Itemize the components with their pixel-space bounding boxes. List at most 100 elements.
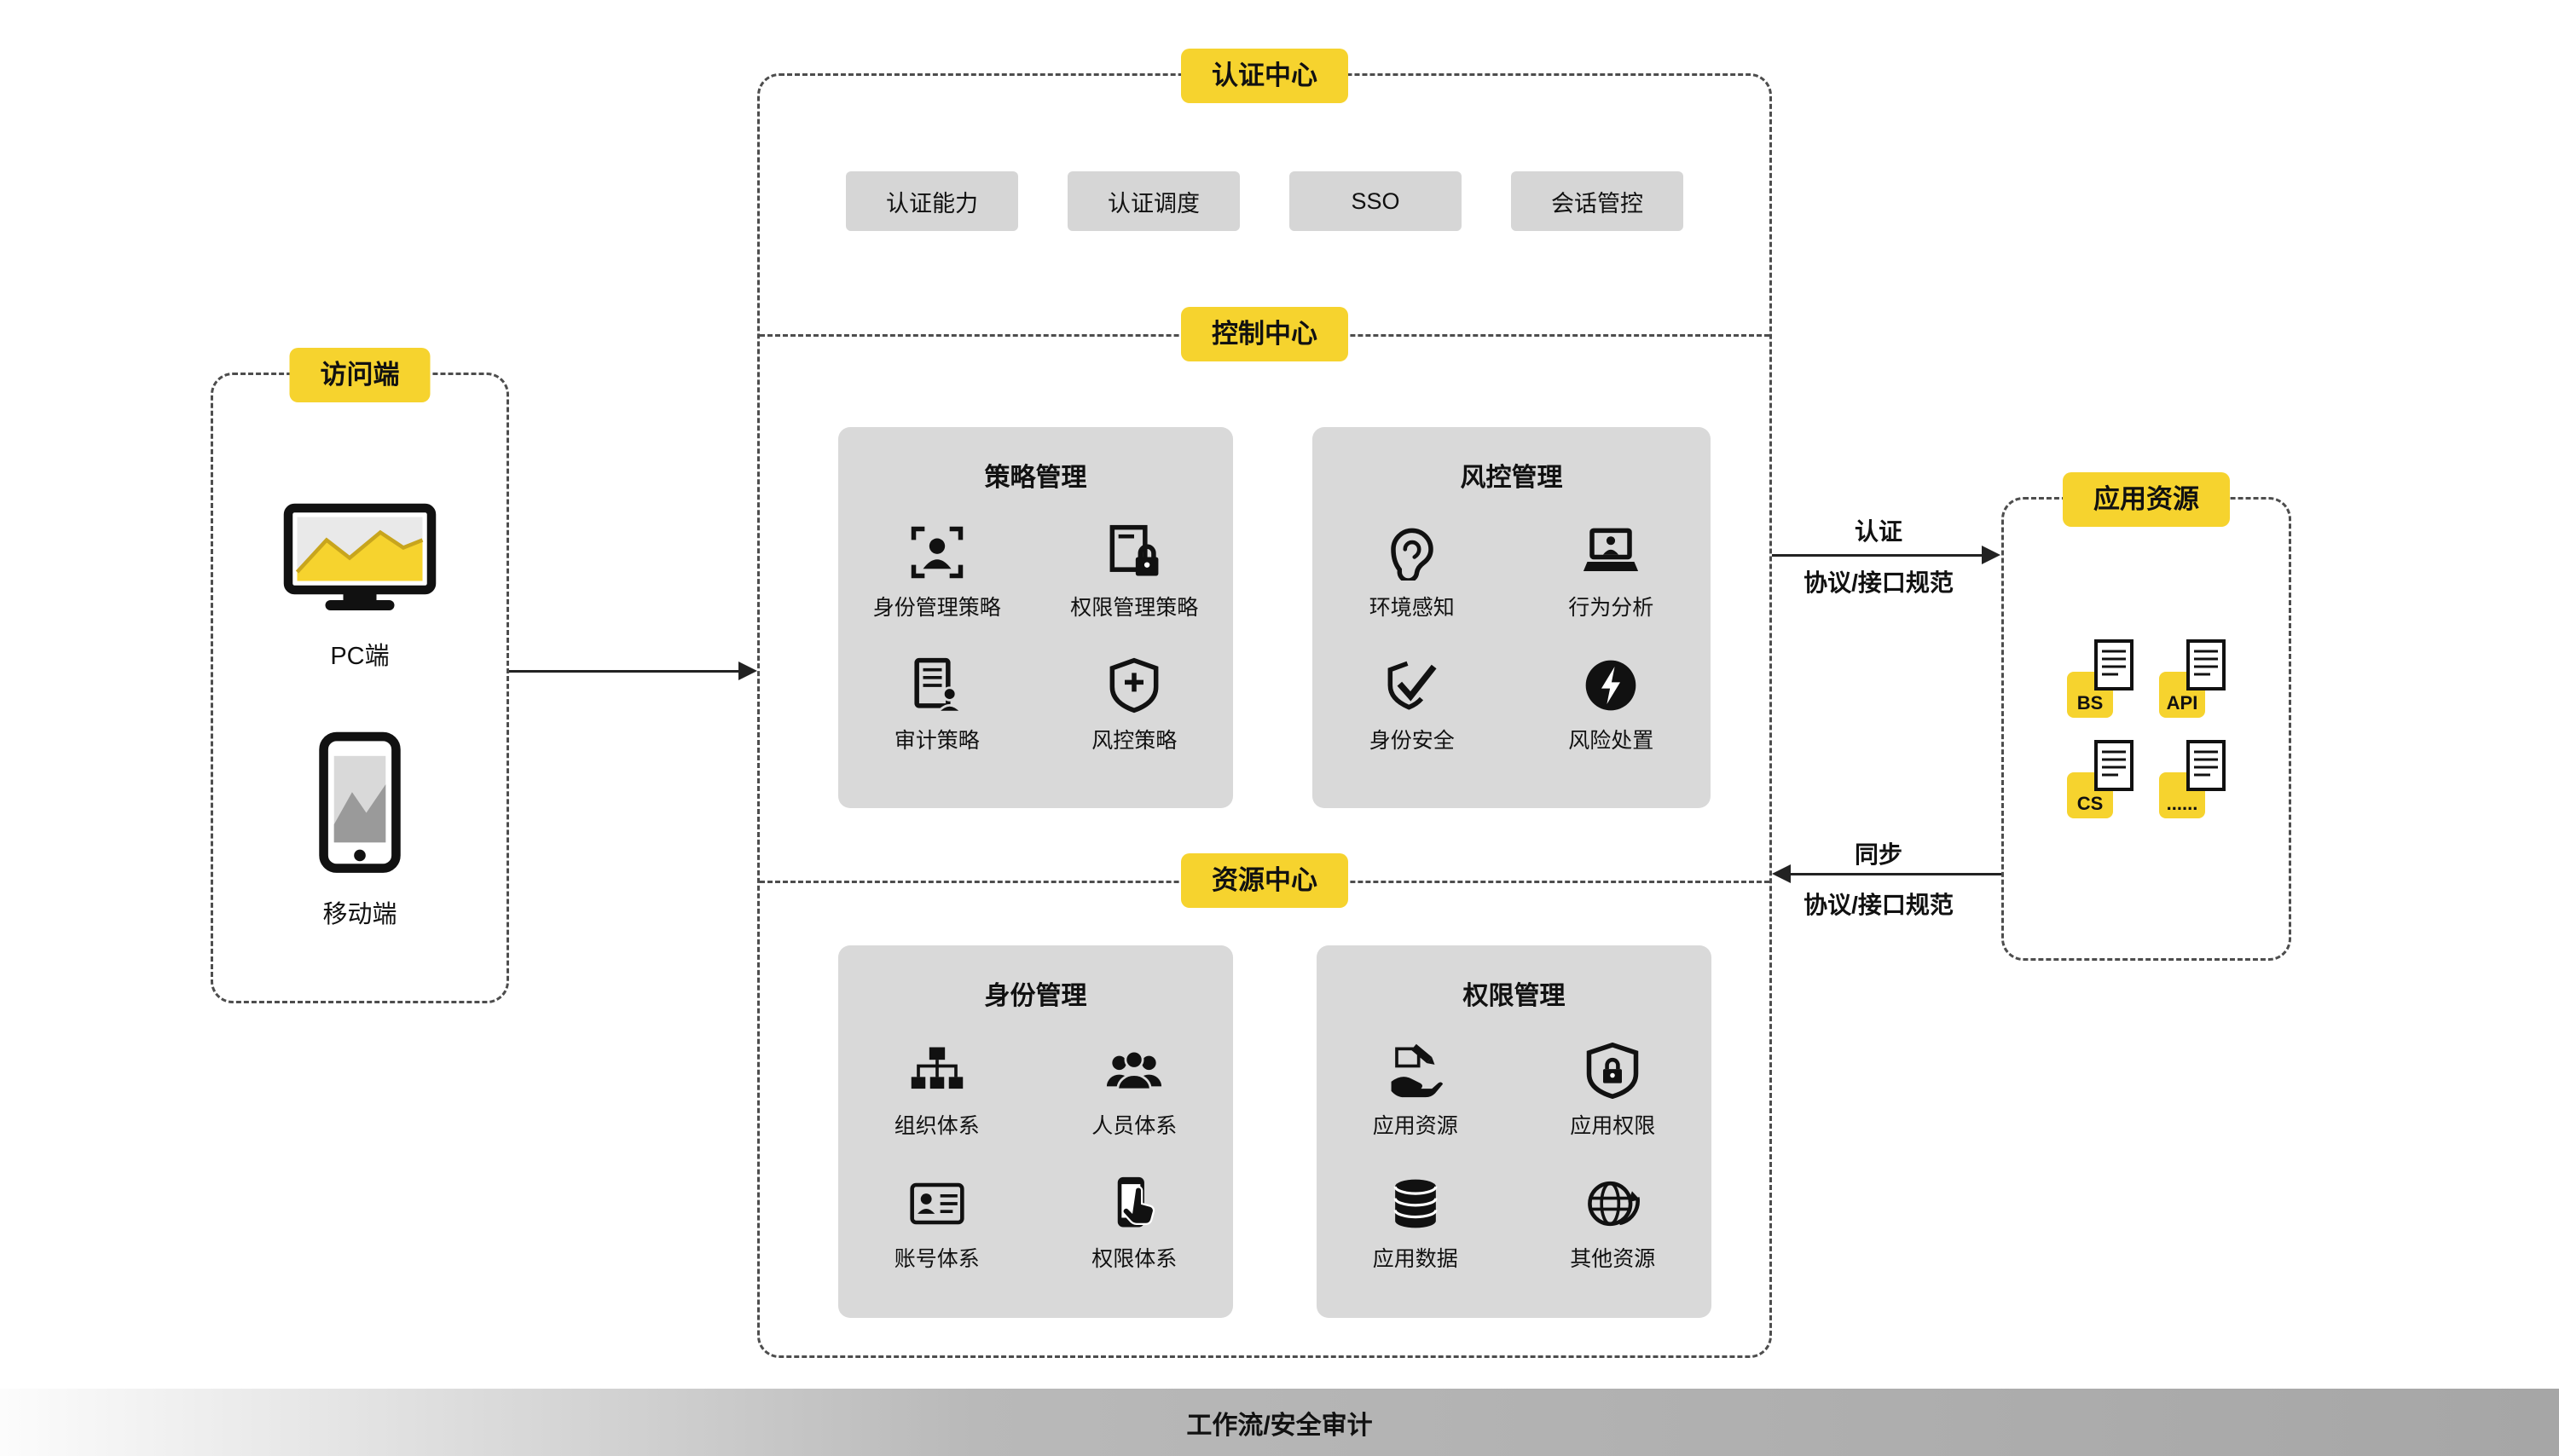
resource-center-label: 资源中心: [1181, 853, 1348, 908]
workflow-audit-bar: 工作流/安全审计: [0, 1389, 2559, 1456]
lightning-icon: [1585, 660, 1636, 711]
mobile-label: 移动端: [322, 900, 397, 928]
panel-item-label: 账号体系: [894, 1247, 980, 1271]
chip-session-control: 会话管控: [1511, 171, 1683, 231]
shield-plus-icon: [1109, 657, 1159, 714]
panel-item-label: 风控策略: [1091, 729, 1178, 753]
app-resources-files: BS API CS: [2004, 500, 2289, 958]
chip-auth-capability: 认证能力: [846, 171, 1018, 231]
chip-sso: SSO: [1289, 171, 1462, 231]
document-icon: [2094, 639, 2133, 690]
document-icon: [2186, 639, 2226, 690]
auth-connection-subtitle: 协议/接口规范: [1803, 569, 1954, 596]
access-group-box: 访问端 PC端 移动端: [211, 348, 509, 1003]
auth-center-label: 认证中心: [1181, 49, 1348, 103]
panel-item: 行为分析: [1568, 524, 1653, 621]
panel-item: 身份安全: [1369, 657, 1455, 754]
panel-item-label: 组织体系: [894, 1114, 980, 1138]
shield-check-icon: [1387, 661, 1437, 710]
panel-item: 应用资源: [1373, 1043, 1458, 1140]
panel-item: 环境感知: [1369, 524, 1455, 621]
arrowhead-left: [1772, 864, 1791, 883]
panel-item: 权限管理策略: [1070, 524, 1198, 621]
panel-item-label: 应用数据: [1372, 1247, 1458, 1271]
laptop-user-icon: [1583, 528, 1639, 571]
panel-grid: 身份管理策略 权限管理策略: [838, 524, 1233, 754]
app-resources-label: 应用资源: [2063, 472, 2230, 527]
sync-connection-title: 同步: [1854, 841, 1902, 868]
platform-box: 认证中心 认证能力 认证调度 SSO 会话管控 控制中心 策略管理: [757, 49, 1772, 1358]
document-icon: [2186, 740, 2226, 791]
auth-connection-title: 认证: [1854, 518, 1902, 545]
org-tree-icon: [911, 1047, 963, 1089]
touch-phone-icon: [1117, 1176, 1155, 1228]
sync-connection-subtitle: 协议/接口规范: [1803, 892, 1954, 918]
panel-item-label: 权限体系: [1091, 1247, 1178, 1271]
panel-item-label: 人员体系: [1091, 1114, 1178, 1138]
panel-title: 风控管理: [1460, 464, 1563, 492]
auth-capability-row: 认证能力 认证调度 SSO 会话管控: [760, 171, 1769, 231]
id-card-icon: [910, 1182, 964, 1225]
identity-scan-icon: [911, 526, 963, 579]
pc-label: PC端: [330, 643, 390, 670]
platform-to-apps-arrow: [1772, 554, 1983, 557]
panel-item-label: 身份安全: [1369, 729, 1455, 753]
workflow-audit-label: 工作流/安全审计: [1186, 1411, 1373, 1440]
risk-management-panel: 风控管理 环境感知 行为分析: [1312, 427, 1711, 808]
panel-item-label: 权限管理策略: [1070, 596, 1199, 620]
control-center-label: 控制中心: [1181, 307, 1348, 361]
access-group-label: 访问端: [289, 348, 431, 402]
globe-sync-icon: [1588, 1181, 1641, 1227]
identity-management-panel: 身份管理 组织体系: [838, 945, 1233, 1318]
shield-lock-icon: [1586, 1043, 1639, 1099]
panel-item: 账号体系: [894, 1176, 980, 1273]
ear-icon: [1390, 528, 1433, 581]
app-resources-box: 应用资源 BS API CS: [2001, 472, 2291, 961]
panel-grid: 应用资源 应用权限: [1317, 1043, 1711, 1273]
file-badge-api: API: [2159, 639, 2226, 718]
mobile-phone-icon: [319, 731, 401, 873]
panel-title: 身份管理: [984, 982, 1087, 1010]
arrowhead-right: [1982, 546, 2000, 564]
file-badge-other: ......: [2159, 740, 2226, 818]
hand-edit-icon: [1391, 1043, 1443, 1098]
panel-item: 组织体系: [894, 1043, 980, 1140]
policy-management-panel: 策略管理 身份管理策略: [838, 427, 1233, 808]
panel-grid: 组织体系 人员体系: [838, 1043, 1233, 1273]
access-to-platform-arrow: [509, 670, 739, 673]
panel-item: 应用数据: [1373, 1176, 1458, 1273]
people-group-icon: [1107, 1049, 1162, 1091]
panel-item-label: 身份管理策略: [872, 596, 1001, 620]
panel-grid: 环境感知 行为分析 身份安全: [1312, 524, 1711, 754]
database-icon: [1393, 1179, 1438, 1228]
panel-item: 审计策略: [894, 657, 980, 754]
document-lock-icon: [1109, 524, 1159, 576]
panel-item-label: 应用权限: [1570, 1114, 1656, 1138]
access-devices: PC端 移动端: [213, 375, 507, 930]
chip-auth-scheduling: 认证调度: [1068, 171, 1240, 231]
arrowhead-right: [738, 662, 757, 680]
permission-management-panel: 权限管理 应用资源: [1317, 945, 1711, 1318]
audit-document-icon: [914, 657, 964, 714]
panel-item-label: 应用资源: [1372, 1114, 1458, 1138]
panel-item: 其他资源: [1570, 1176, 1655, 1273]
panel-item: 身份管理策略: [873, 524, 1001, 621]
panel-item-label: 行为分析: [1568, 596, 1654, 620]
panel-item: 风险处置: [1568, 657, 1653, 754]
panel-item-label: 审计策略: [894, 729, 980, 753]
panel-item: 人员体系: [1091, 1043, 1177, 1140]
panel-item: 应用权限: [1570, 1043, 1655, 1140]
panel-item-label: 环境感知: [1369, 596, 1455, 620]
file-badge-bs: BS: [2067, 639, 2133, 718]
panel-item: 风控策略: [1091, 657, 1177, 754]
panel-item: 权限体系: [1091, 1176, 1177, 1273]
pc-monitor-icon: [283, 503, 437, 610]
apps-to-platform-arrow: [1791, 873, 2001, 875]
panel-title: 策略管理: [984, 464, 1087, 492]
document-icon: [2094, 740, 2133, 791]
panel-item-label: 其他资源: [1570, 1247, 1656, 1271]
file-tag: API: [2159, 672, 2205, 718]
panel-title: 权限管理: [1462, 982, 1566, 1010]
panel-item-label: 风险处置: [1568, 729, 1654, 753]
